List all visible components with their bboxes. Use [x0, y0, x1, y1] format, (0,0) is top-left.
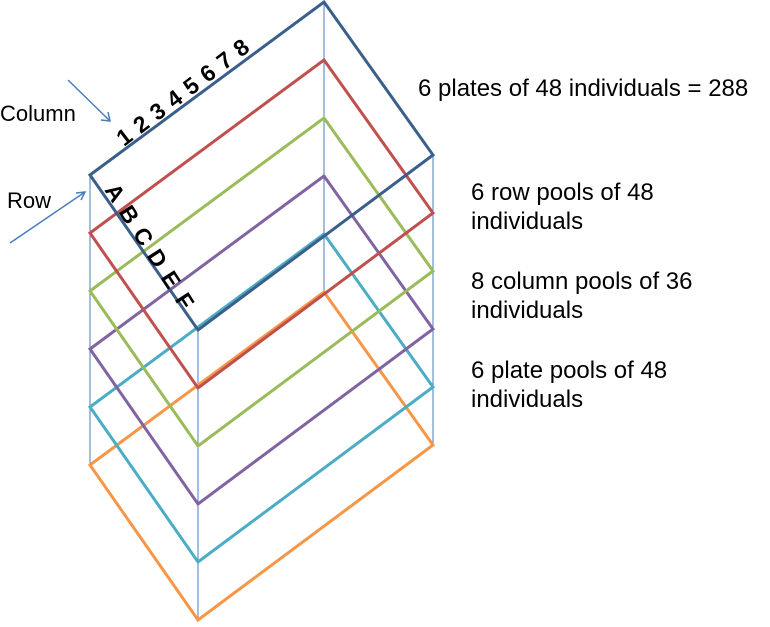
plate-2	[87, 57, 436, 391]
column-label: Column	[0, 101, 76, 126]
column-number-3: 3	[145, 97, 171, 125]
plate-6	[87, 289, 436, 623]
pointer-arrows	[9, 79, 111, 244]
row-arrow-line	[9, 191, 86, 244]
row-label: Row	[7, 188, 51, 213]
column-number-2: 2	[128, 110, 154, 138]
column-arrow-head	[100, 111, 111, 122]
row-letter-a: A	[100, 179, 131, 207]
plate-4	[87, 173, 436, 507]
plate-3	[87, 115, 436, 449]
plate-pools-description: 6 plate pools of 48 individuals	[471, 357, 668, 413]
row-pools-description: 6 row pools of 48 individuals	[471, 179, 654, 235]
row-letter-b: B	[114, 201, 145, 229]
column-numbers: 1 2 3 4 5 6 7 8	[111, 33, 254, 151]
column-number-4: 4	[161, 84, 187, 113]
column-pools-description: 8 column pools of 36 individuals	[471, 268, 693, 324]
total-description: 6 plates of 48 individuals = 288	[418, 75, 749, 102]
column-number-1: 1	[111, 122, 137, 151]
row-arrow-head	[75, 191, 87, 201]
column-number-5: 5	[178, 72, 204, 101]
plate-5	[87, 231, 436, 565]
row-letter-c: C	[128, 222, 159, 250]
plates	[87, 0, 436, 623]
column-arrow-line	[67, 79, 111, 122]
vertical-edges	[89, 2, 434, 620]
plate-1	[87, 0, 436, 333]
